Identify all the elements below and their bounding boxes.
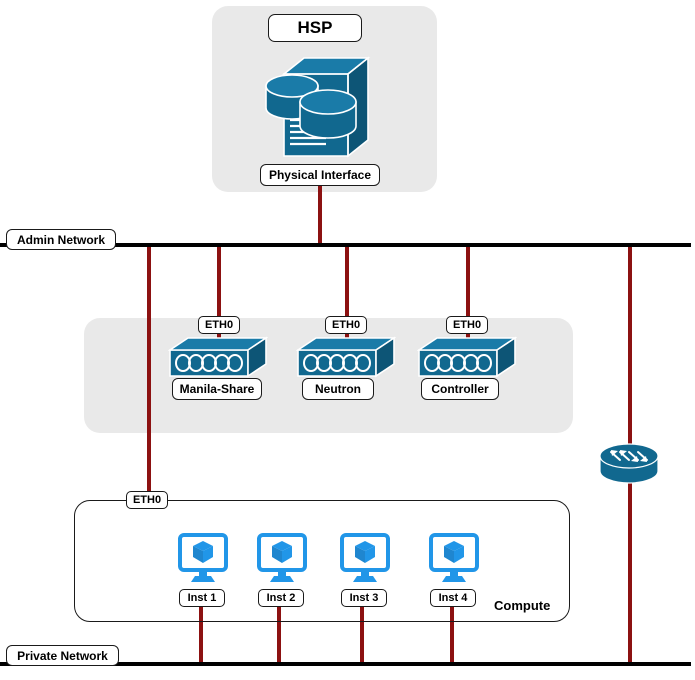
instance-2-label: Inst 2 (258, 589, 304, 607)
neutron-nic-label: ETH0 (325, 316, 367, 334)
instance-monitor-icon (177, 533, 229, 585)
link-admin-to-compute (147, 243, 151, 498)
manila-share-label: Manila-Share (172, 378, 262, 400)
instance-1-label: Inst 1 (179, 589, 225, 607)
controller-nic-label: ETH0 (446, 316, 488, 334)
switch-icon (416, 336, 518, 378)
link-inst-2-to-private (277, 606, 281, 664)
instance-monitor-icon (256, 533, 308, 585)
link-inst-4-to-private (450, 606, 454, 664)
compute-nic-label: ETH0 (126, 491, 168, 509)
storage-array-icon (264, 52, 376, 162)
hsp-physical-interface-label: Physical Interface (260, 164, 380, 186)
link-admin-to-controller (466, 243, 470, 343)
instance-3-label: Inst 3 (341, 589, 387, 607)
link-inst-1-to-private (199, 606, 203, 664)
link-admin-to-manila-share (217, 243, 221, 343)
switch-icon (167, 336, 269, 378)
compute-box (74, 500, 570, 622)
router-icon (598, 443, 660, 485)
private-network-bus (0, 662, 691, 666)
manila-share-nic-label: ETH0 (198, 316, 240, 334)
private-network-label: Private Network (6, 645, 119, 666)
admin-network-label: Admin Network (6, 229, 116, 250)
neutron-label: Neutron (302, 378, 374, 400)
link-inst-3-to-private (360, 606, 364, 664)
instance-monitor-icon (428, 533, 480, 585)
switch-icon (295, 336, 397, 378)
controller-label: Controller (421, 378, 499, 400)
admin-network-bus (0, 243, 691, 247)
compute-label: Compute (494, 598, 551, 613)
instance-4-label: Inst 4 (430, 589, 476, 607)
link-admin-to-neutron (345, 243, 349, 343)
hsp-title-label: HSP (268, 14, 362, 42)
link-hsp-to-admin (318, 185, 322, 245)
instance-monitor-icon (339, 533, 391, 585)
